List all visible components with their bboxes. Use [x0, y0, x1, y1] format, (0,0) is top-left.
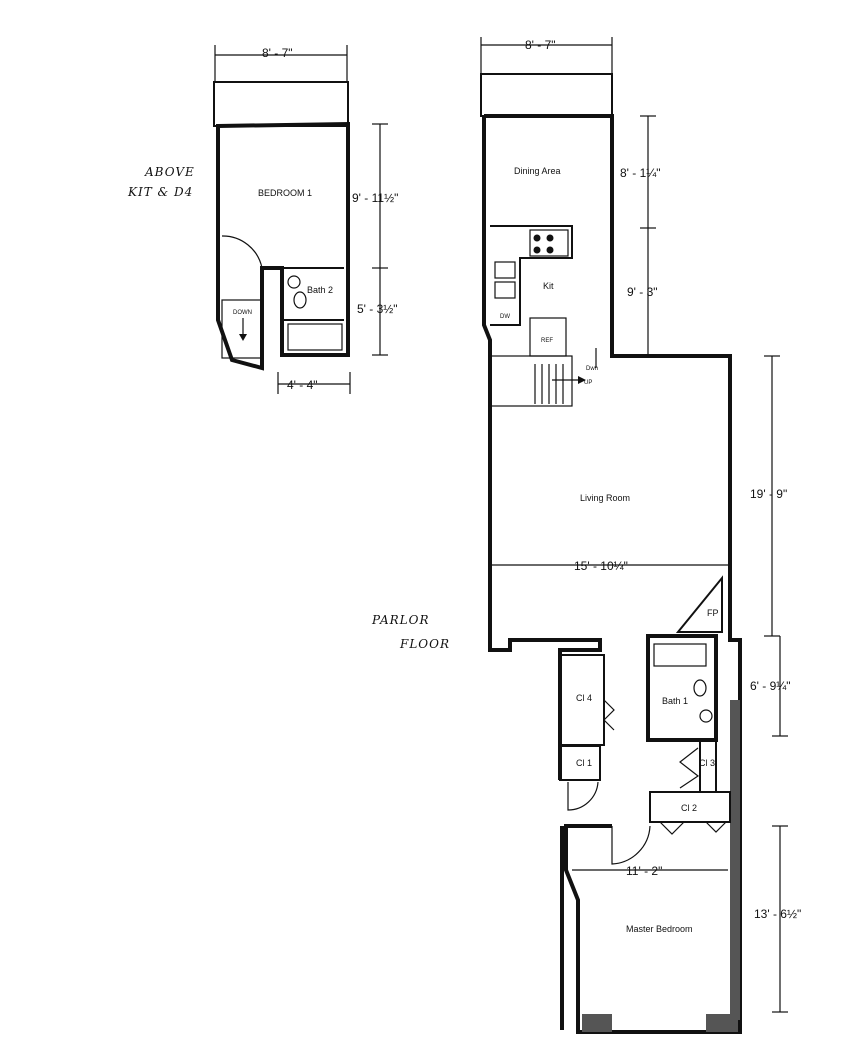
upper-plan-note-line2: KIT & D4: [127, 185, 193, 199]
bedroom-door-swing: [221, 235, 263, 269]
closet-2: [649, 791, 731, 823]
closet-2-label: Cl 2: [681, 803, 697, 813]
fireplace-label: FP: [707, 608, 719, 618]
master-bedroom-label: Master Bedroom: [626, 924, 693, 934]
bath-depth-dimension: 6' - 9¼": [750, 679, 791, 693]
stair-down-label: Dwn: [586, 366, 598, 372]
upper-stair-label: DOWN: [233, 310, 252, 316]
closet-1: [559, 745, 601, 781]
main-width-dimension: 8' - 7": [525, 38, 556, 52]
closet-1-label: Cl 1: [576, 758, 592, 768]
kitchen-counter: [490, 225, 573, 326]
main-stair: [489, 355, 573, 407]
sink-1: [494, 261, 516, 279]
bath-1-tub: [653, 643, 707, 667]
dining-area-label: Dining Area: [514, 166, 561, 176]
master-corner-hatch-left: [582, 1014, 612, 1032]
refrigerator-label: REF: [541, 338, 553, 344]
upper-deck: [213, 81, 349, 127]
upper-tub: [287, 323, 343, 351]
upper-toilet: [287, 275, 301, 289]
upper-bedroom-depth-dimension: 9' - 11½": [352, 191, 398, 205]
closet-3-label: Cl 3: [699, 758, 715, 768]
fireplace: [675, 575, 723, 633]
upper-bath-width-dimension: 4' - 4": [287, 378, 318, 392]
dishwasher-label: DW: [500, 314, 510, 320]
upper-outline-wall: [216, 121, 350, 371]
master-depth-dimension: 13' - 6½": [754, 907, 801, 921]
master-width-dimension: 11' - 2": [626, 864, 662, 878]
kitchen-depth-dimension: 9' - 3": [627, 285, 658, 299]
living-depth-dimension: 19' - 9": [750, 487, 787, 501]
closet-1-door: [567, 781, 599, 811]
stair-up-label: UP: [584, 380, 592, 386]
upper-width-dimension: 8' - 7": [262, 46, 293, 60]
kitchen-label: Kit: [543, 281, 554, 291]
range: [529, 229, 569, 257]
bath-1-label: Bath 1: [662, 696, 688, 706]
sink-2: [494, 281, 516, 299]
upper-plan: 8' - 7" BEDROOM 1 Bath 2 DOWN 9' - 11½" …: [127, 45, 398, 394]
upper-bath-label: Bath 2: [307, 285, 333, 295]
upper-plan-note-line1: ABOVE: [144, 165, 195, 179]
upper-bedroom-label: BEDROOM 1: [258, 188, 312, 198]
floor-label-line1: PARLOR: [371, 613, 430, 627]
bath-1-sink: [699, 709, 713, 723]
floor-label-line2: FLOOR: [399, 637, 450, 651]
closet-4-label: Cl 4: [576, 693, 592, 703]
living-width-dimension: 15' - 10¼": [574, 559, 628, 573]
dining-depth-dimension: 8' - 1¼": [620, 166, 661, 180]
upper-stair: [221, 299, 263, 359]
main-deck: [480, 73, 613, 117]
main-plan: 8' - 7": [371, 37, 801, 1034]
refrigerator: [529, 317, 567, 357]
main-outline-east: [484, 114, 742, 1034]
upper-bath-depth-dimension: 5' - 3½": [357, 302, 398, 316]
master-door-swing: [611, 825, 651, 865]
main-outline-west: [482, 116, 602, 780]
east-wall-hatch: [730, 700, 740, 1020]
bath-1-toilet: [693, 679, 707, 697]
living-room-label: Living Room: [580, 493, 630, 503]
